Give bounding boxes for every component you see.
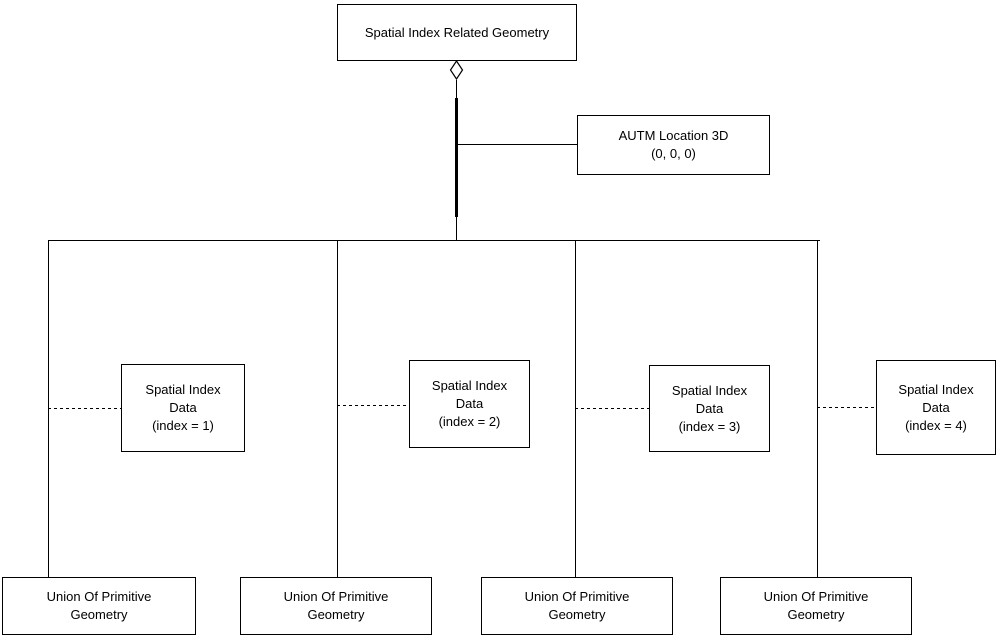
node-label-line1: Spatial Index xyxy=(431,378,508,393)
node-label: Spatial Index Related Geometry xyxy=(364,24,550,40)
node-label-line2: (0, 0, 0) xyxy=(651,146,696,161)
connector-column-2 xyxy=(337,240,338,577)
node-label-line1: Spatial Index xyxy=(145,382,221,397)
node-label-line2: Data xyxy=(455,396,484,411)
node-label-line1: Union Of Primitive xyxy=(524,589,630,604)
connector-column-4 xyxy=(817,240,818,577)
connector-root-vertical-bottom xyxy=(456,217,457,241)
node-label-line1: Spatial Index xyxy=(898,381,974,397)
node-label-line2: Data xyxy=(169,400,197,415)
connector-main-horizontal-bar xyxy=(48,240,820,241)
node-spatial-index-data-3: Spatial Index Data (index = 3) xyxy=(649,365,770,452)
node-union-of-primitive-geometry-3: Union Of Primitive Geometry xyxy=(481,577,673,635)
node-label-line3: (index = 3) xyxy=(678,418,741,434)
node-label-line1: Union Of Primitive xyxy=(46,589,152,604)
node-label-line2: Geometry xyxy=(548,607,606,622)
connector-root-vertical-top xyxy=(456,80,457,98)
node-label-line2: Data xyxy=(922,399,950,415)
node-spatial-index-related-geometry: Spatial Index Related Geometry xyxy=(337,4,577,61)
node-label-line1: Union Of Primitive xyxy=(763,589,869,604)
node-label-line3: (index = 1) xyxy=(152,418,214,433)
node-label-line3: (index = 2) xyxy=(438,414,501,429)
node-label-line2: Geometry xyxy=(307,607,365,622)
aggregation-diamond-icon xyxy=(449,60,464,80)
node-spatial-index-data-2: Spatial Index Data (index = 2) xyxy=(409,360,530,448)
connector-dashed-3 xyxy=(575,408,649,409)
node-spatial-index-data-4: Spatial Index Data (index = 4) xyxy=(876,360,996,455)
node-label-line1: Union Of Primitive xyxy=(283,589,389,604)
node-label-line1: AUTM Location 3D xyxy=(618,128,729,143)
connector-dashed-4 xyxy=(817,407,876,408)
connector-dashed-2 xyxy=(337,405,409,406)
connector-root-vertical-bold xyxy=(455,98,458,217)
node-union-of-primitive-geometry-1: Union Of Primitive Geometry xyxy=(2,577,196,635)
node-spatial-index-data-1: Spatial Index Data (index = 1) xyxy=(121,364,245,452)
node-label-line3: (index = 4) xyxy=(905,417,967,433)
connector-dashed-1 xyxy=(48,408,121,409)
node-label-line2: Geometry xyxy=(787,607,845,622)
node-union-of-primitive-geometry-2: Union Of Primitive Geometry xyxy=(240,577,432,635)
node-union-of-primitive-geometry-4: Union Of Primitive Geometry xyxy=(720,577,912,635)
node-autm-location-3d: AUTM Location 3D (0, 0, 0) xyxy=(577,115,770,175)
connector-autm-horizontal xyxy=(457,144,577,145)
node-label-line2: Geometry xyxy=(70,607,128,622)
node-label-line2: Data xyxy=(695,400,724,416)
node-label-line1: Spatial Index xyxy=(671,382,748,398)
